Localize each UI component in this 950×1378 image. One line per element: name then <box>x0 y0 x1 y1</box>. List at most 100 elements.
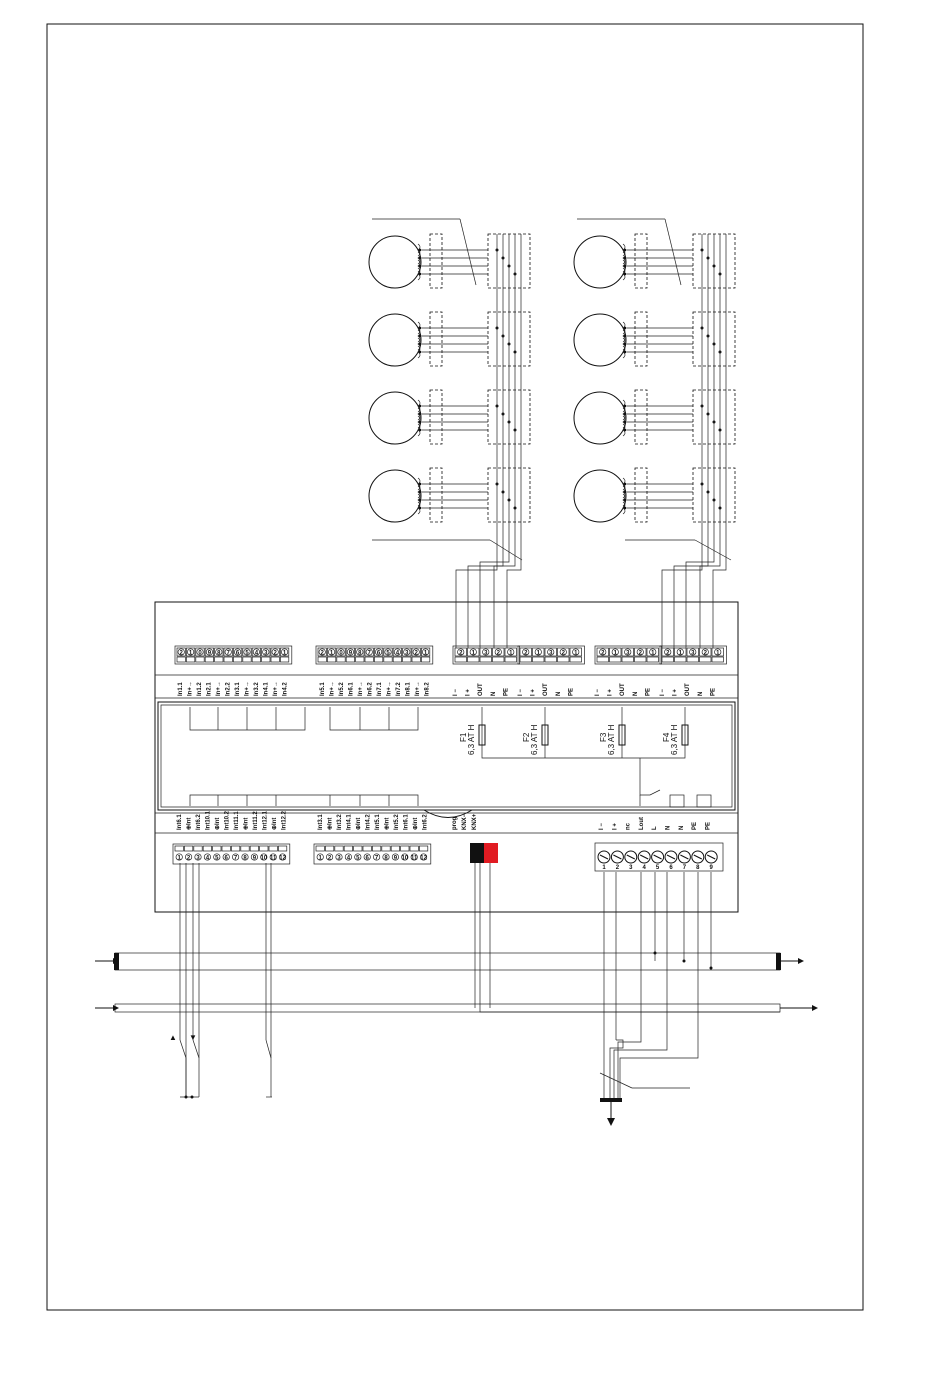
output-terminal-screw-head <box>547 648 555 656</box>
output-terminal-screw-head <box>611 648 619 656</box>
output-terminal-screw <box>479 647 492 657</box>
fuse-name: F2 <box>522 732 531 742</box>
power-label: N <box>666 826 672 830</box>
bottom-input-label: ⊕Int <box>328 818 334 830</box>
top-output-label: PE <box>645 688 651 696</box>
bottom-input-terminal-number: 6 <box>225 855 229 861</box>
top-input-terminal-screw-head <box>187 648 195 656</box>
top-output-label: PE <box>568 688 574 696</box>
bottom-input-label: Int6.2 <box>196 814 202 830</box>
bottom-input-terminal-screw-head <box>326 853 334 861</box>
motor-lead-node <box>623 256 627 260</box>
output-terminal-screw <box>621 647 634 657</box>
output-terminal-number: 1 <box>574 650 578 656</box>
bottom-input-terminal-block <box>313 843 432 865</box>
motor-winding <box>622 267 626 281</box>
bottom-input-terminal-number: 4 <box>347 855 351 861</box>
top-output-label: N <box>698 692 704 696</box>
motor-lead-node <box>623 498 627 502</box>
power-screw-terminal <box>624 850 638 864</box>
top-input-terminal-screw-head <box>224 648 232 656</box>
output-terminal-screw <box>504 647 517 657</box>
output-terminal-slot <box>504 656 517 663</box>
bottom-input-terminal-number: 1 <box>319 855 323 861</box>
top-input-terminal-slot <box>402 656 412 663</box>
motor-winding <box>622 501 626 515</box>
motor-lead-node <box>418 506 422 510</box>
top-input-terminal-screw <box>233 647 243 657</box>
bottom-input-label: Int4.2 <box>366 814 372 830</box>
bottom-input-terminal-screw-head <box>420 853 428 861</box>
motor-lead-node <box>623 490 627 494</box>
top-input-label: In4.1 <box>264 682 270 696</box>
bottom-input-terminal-screw-head <box>241 853 249 861</box>
power-wiring <box>599 872 713 1126</box>
top-input-terminal-number: 4 <box>255 650 259 656</box>
power-terminal-number: 6 <box>669 865 673 871</box>
top-input-terminal-screw <box>327 647 337 657</box>
output-terminal-slot <box>544 656 557 663</box>
bottom-input-label: ⊕Int <box>413 818 419 830</box>
fuse-rating: 6,3 AT H <box>670 724 679 755</box>
power-screw-terminal <box>677 850 691 864</box>
bottom-input-terminal-screw-head <box>250 853 258 861</box>
top-input-label: In8.1 <box>406 682 412 696</box>
top-input-terminal-screw <box>383 647 393 657</box>
output-terminal-number: 1 <box>651 650 655 656</box>
bottom-input-terminal-slot <box>400 845 410 852</box>
top-input-terminal-screw <box>176 647 186 657</box>
motor-lead-node <box>418 264 422 268</box>
top-output-label: I + <box>673 689 679 696</box>
top-input-terminal-slot <box>280 656 290 663</box>
top-input-label: In6.1 <box>349 682 355 696</box>
motor-lead-node <box>623 428 627 432</box>
top-input-terminal-number: 8 <box>358 650 362 656</box>
output-terminal-screw-head <box>534 648 542 656</box>
output-terminal-number: 1 <box>614 650 618 656</box>
top-input-terminal-screw-head <box>262 648 270 656</box>
bottom-input-terminal-screw-head <box>344 853 352 861</box>
bottom-input-label: Int6.1 <box>177 814 183 830</box>
fuse-rating: 6,3 AT H <box>530 724 539 755</box>
output-terminal-screw-head <box>664 648 672 656</box>
bottom-input-label: ⊕Int <box>187 818 193 830</box>
bottom-input-label: Int11.2 <box>253 811 259 830</box>
output-terminal-number: 1 <box>509 650 513 656</box>
power-screw-terminal <box>610 850 624 864</box>
bottom-input-terminal-number: 2 <box>328 855 332 861</box>
motor-limit-switch-box <box>429 467 443 523</box>
top-input-terminal-slot <box>383 656 393 663</box>
power-screw-slot <box>613 854 622 860</box>
top-input-terminal-screw-head <box>243 648 251 656</box>
top-input-terminal-slot <box>251 656 261 663</box>
power-label: L <box>652 826 658 830</box>
bus-label: KNX+ <box>472 813 478 830</box>
power-terminal-number: 2 <box>616 865 620 871</box>
top-input-label: In1.1 <box>178 682 184 696</box>
output-terminal-slot <box>492 656 505 663</box>
bottom-input-terminal-slot <box>240 845 250 852</box>
top-input-terminal-number: 0 <box>339 650 343 656</box>
bottom-input-terminal-screw-head <box>232 853 240 861</box>
output-terminal-screw-head <box>676 648 684 656</box>
power-screw-slot <box>693 854 703 860</box>
output-terminal-screw <box>699 647 712 657</box>
top-input-label: In+→ <box>415 681 421 696</box>
top-input-terminal-number: 5 <box>245 650 249 656</box>
output-terminal-number: 2 <box>524 650 528 656</box>
bottom-input-terminal-screw-head <box>203 853 211 861</box>
top-input-label: In+→ <box>188 681 194 696</box>
bottom-input-terminal-slot <box>409 845 419 852</box>
bottom-input-terminal-number: 9 <box>253 855 257 861</box>
motor-lead-node <box>623 342 627 346</box>
bottom-input-terminal-slot <box>381 845 391 852</box>
top-input-terminal-number: 6 <box>377 650 381 656</box>
motor-limit-switch-box <box>634 311 648 367</box>
top-input-terminal-screw <box>364 647 374 657</box>
bottom-input-label: Int3.1 <box>318 814 324 830</box>
power-screw-slot <box>639 854 649 860</box>
output-terminal-number: 2 <box>666 650 670 656</box>
